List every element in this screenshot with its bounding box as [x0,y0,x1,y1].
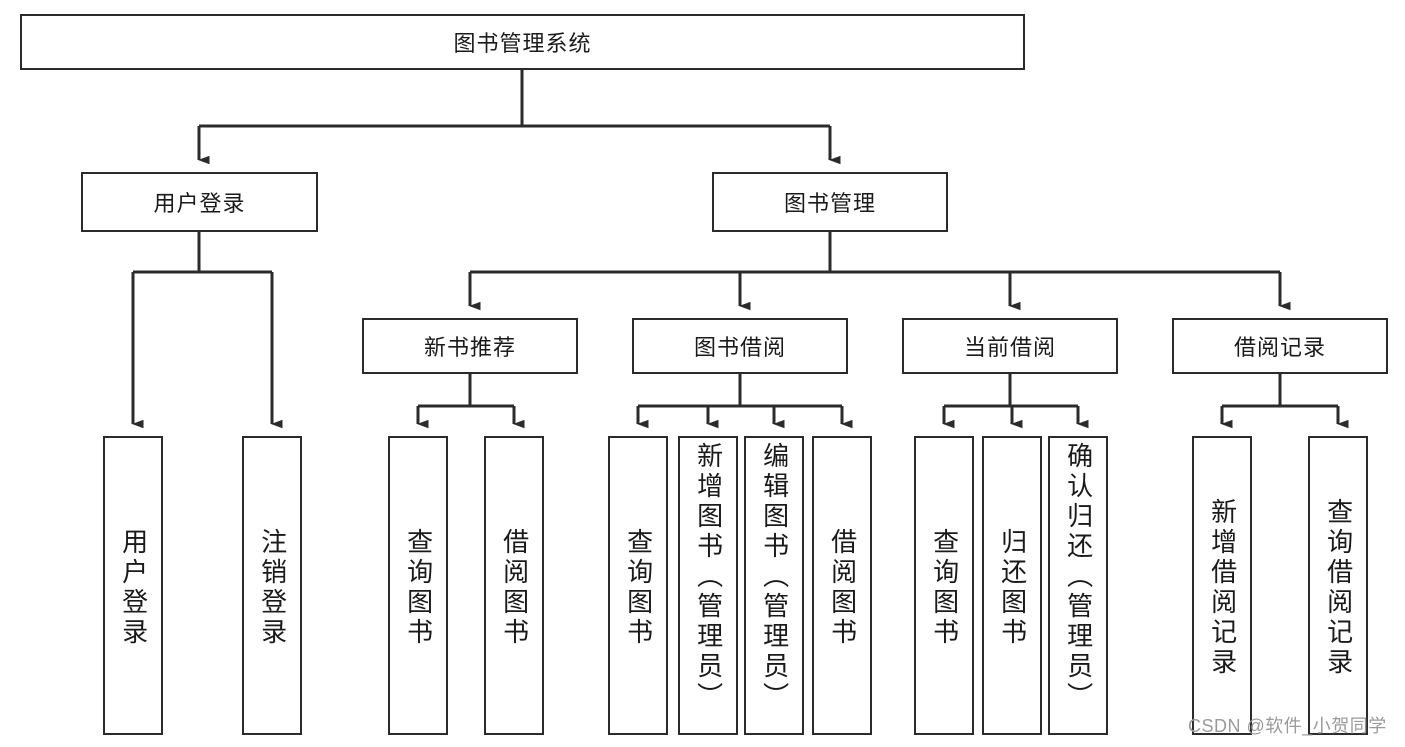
node-leaf-edit-book-admin[interactable]: 编辑图书（管理员） [744,436,804,735]
node-book-manage[interactable]: 图书管理 [712,172,948,232]
node-new-book-recommend[interactable]: 新书推荐 [362,318,578,374]
node-current-borrow[interactable]: 当前借阅 [902,318,1118,374]
node-leaf-query-book-current[interactable]: 查询图书 [914,436,974,735]
node-root-system[interactable]: 图书管理系统 [20,14,1025,70]
node-leaf-user-login[interactable]: 用户登录 [103,436,163,735]
node-leaf-confirm-return-admin[interactable]: 确认归还（管理员） [1048,436,1108,735]
node-borrow-record[interactable]: 借阅记录 [1172,318,1388,374]
node-leaf-borrow-book[interactable]: 借阅图书 [812,436,872,735]
node-leaf-query-borrow-record[interactable]: 查询借阅记录 [1308,436,1368,735]
node-user-login[interactable]: 用户登录 [81,172,318,232]
node-leaf-add-borrow-record[interactable]: 新增借阅记录 [1192,436,1252,735]
node-leaf-borrow-book-rec[interactable]: 借阅图书 [484,436,544,735]
node-leaf-add-book-admin[interactable]: 新增图书（管理员） [678,436,738,735]
node-leaf-return-book[interactable]: 归还图书 [982,436,1042,735]
node-book-borrow[interactable]: 图书借阅 [632,318,848,374]
node-leaf-query-book-borrow[interactable]: 查询图书 [608,436,668,735]
watermark-label: CSDN @软件_小贺同学 [1188,716,1387,736]
node-leaf-logout[interactable]: 注销登录 [242,436,302,735]
node-leaf-query-book-rec[interactable]: 查询图书 [388,436,448,735]
